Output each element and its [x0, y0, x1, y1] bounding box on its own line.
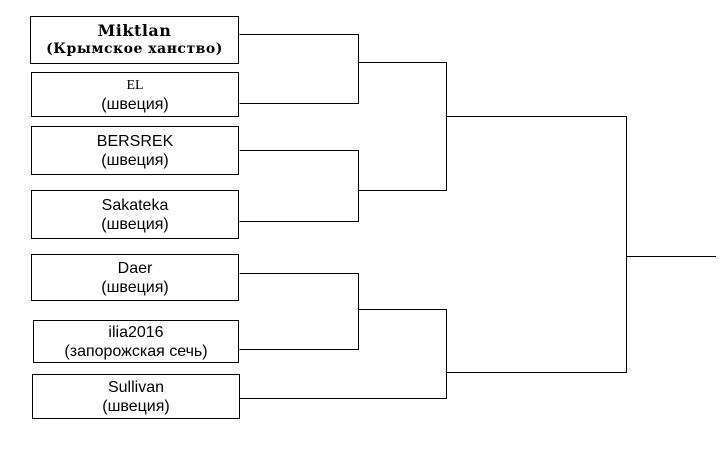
entrant-name: Sakateka	[101, 196, 169, 214]
entrant-name: EL	[126, 77, 144, 93]
entrant-country: (Крымское ханство)	[46, 41, 223, 57]
bracket-connector-r2-m1	[358, 62, 447, 191]
entrant-name: ilia2016	[108, 323, 164, 341]
entrant-box-sullivan: Sullivan (швеция)	[32, 374, 240, 419]
entrant-box-miktlan: Miktlan (Крымское ханство)	[30, 16, 239, 64]
entrant-box-bersrek: BERSREK (швеция)	[31, 126, 239, 175]
bracket-connector-r1-m3	[239, 273, 359, 350]
bracket-connector-r1-m2	[239, 150, 359, 222]
entrant-name: Miktlan	[97, 21, 172, 40]
entrant-country: (швеция)	[102, 397, 170, 415]
entrant-name: Daer	[117, 259, 153, 277]
entrant-box-el: EL (швеция)	[31, 72, 239, 117]
bracket-connector-r1-m1	[239, 34, 359, 104]
bracket-connector-r2-m2	[239, 309, 447, 399]
entrant-box-sakateka: Sakateka (швеция)	[31, 190, 239, 239]
entrant-country: (швеция)	[101, 151, 169, 169]
entrant-name: BERSREK	[96, 132, 174, 150]
entrant-country: (запорожская сечь)	[64, 342, 208, 360]
entrant-box-daer: Daer (швеция)	[31, 254, 239, 301]
entrant-country: (швеция)	[101, 215, 169, 233]
entrant-country: (швеция)	[101, 278, 169, 296]
entrant-country: (швеция)	[101, 95, 169, 113]
entrant-name: Sullivan	[107, 378, 165, 396]
bracket-connector-final	[446, 116, 627, 373]
entrant-box-ilia2016: ilia2016 (запорожская сечь)	[33, 320, 239, 363]
